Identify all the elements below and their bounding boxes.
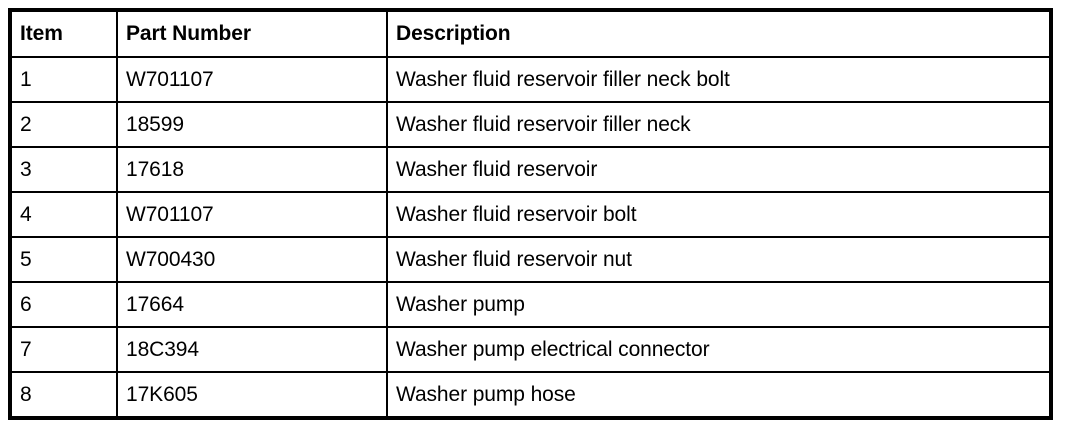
cell-item: 3 xyxy=(9,146,118,193)
cell-description: Washer pump hose xyxy=(386,371,1052,419)
cell-part-number: W700430 xyxy=(116,236,388,283)
cell-description: Washer fluid reservoir nut xyxy=(386,236,1052,283)
cell-item: 7 xyxy=(9,326,118,373)
column-header-item: Item xyxy=(9,9,118,58)
cell-part-number: 17K605 xyxy=(116,371,388,419)
cell-part-number: 17618 xyxy=(116,146,388,193)
cell-part-number: 18599 xyxy=(116,101,388,148)
cell-description: Washer pump xyxy=(386,281,1052,328)
table-row: 1 W701107 Washer fluid reservoir filler … xyxy=(9,56,1052,103)
cell-item: 8 xyxy=(9,371,118,419)
cell-part-number: W701107 xyxy=(116,191,388,238)
cell-description: Washer fluid reservoir bolt xyxy=(386,191,1052,238)
table-row: 3 17618 Washer fluid reservoir xyxy=(9,146,1052,193)
column-header-part-number: Part Number xyxy=(116,9,388,58)
table-header-row: Item Part Number Description xyxy=(9,9,1052,58)
cell-item: 6 xyxy=(9,281,118,328)
table-row: 4 W701107 Washer fluid reservoir bolt xyxy=(9,191,1052,238)
table-header: Item Part Number Description xyxy=(9,9,1052,58)
column-header-description: Description xyxy=(386,9,1052,58)
cell-item: 4 xyxy=(9,191,118,238)
cell-description: Washer fluid reservoir xyxy=(386,146,1052,193)
cell-item: 1 xyxy=(9,56,118,103)
cell-item: 5 xyxy=(9,236,118,283)
table-body: 1 W701107 Washer fluid reservoir filler … xyxy=(9,56,1052,419)
cell-description: Washer fluid reservoir filler neck xyxy=(386,101,1052,148)
cell-description: Washer fluid reservoir filler neck bolt xyxy=(386,56,1052,103)
cell-description: Washer pump electrical connector xyxy=(386,326,1052,373)
table-row: 7 18C394 Washer pump electrical connecto… xyxy=(9,326,1052,373)
cell-item: 2 xyxy=(9,101,118,148)
parts-table: Item Part Number Description 1 W701107 W… xyxy=(8,8,1053,420)
cell-part-number: W701107 xyxy=(116,56,388,103)
cell-part-number: 17664 xyxy=(116,281,388,328)
cell-part-number: 18C394 xyxy=(116,326,388,373)
table-row: 2 18599 Washer fluid reservoir filler ne… xyxy=(9,101,1052,148)
table-row: 8 17K605 Washer pump hose xyxy=(9,371,1052,419)
table-row: 5 W700430 Washer fluid reservoir nut xyxy=(9,236,1052,283)
table-row: 6 17664 Washer pump xyxy=(9,281,1052,328)
